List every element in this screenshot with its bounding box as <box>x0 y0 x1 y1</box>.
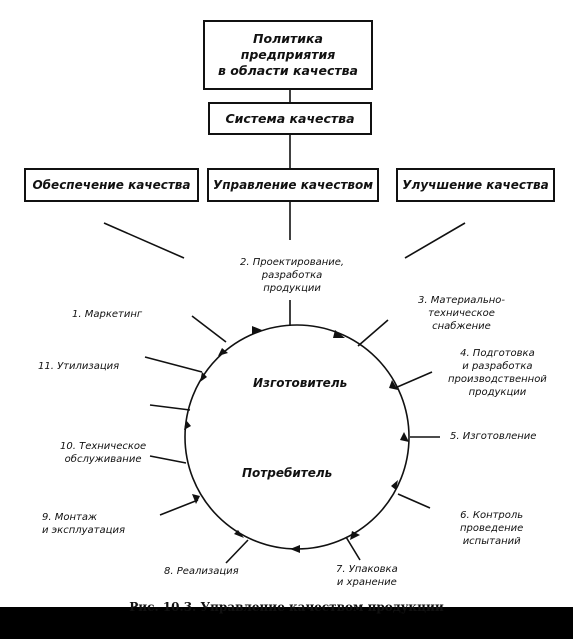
stage-1-label: 1. Маркетинг <box>72 309 143 320</box>
stage-2-label: 2. Проектирование, разработка продукции <box>240 257 345 294</box>
stage-11-label: 11. Утилизация <box>38 361 120 372</box>
stage-3-label: 3. Материально- техническое снабжение <box>418 295 505 332</box>
footer-band <box>0 607 573 639</box>
system-label: Система качества <box>225 111 355 126</box>
assurance-label: Обеспечение качества <box>32 178 191 192</box>
stage-7-label: 7. Упаковка и хранение <box>336 564 398 588</box>
stage-8-label: 8. Реализация <box>164 566 239 577</box>
quality-control-box: Управление качеством <box>207 168 379 202</box>
stage-4-label: 4. Подготовка и разработка производствен… <box>448 348 547 398</box>
quality-loop-circle <box>184 324 410 550</box>
stage-5-label: 5. Изготовление <box>450 431 537 442</box>
figure-caption: Рис. 10.3. Управление качеством продукци… <box>129 600 444 614</box>
consumer-label: Потребитель <box>242 466 333 480</box>
improvement-label: Улучшение качества <box>402 178 549 192</box>
stage-10-label: 10. Техническое обслуживание <box>60 441 147 465</box>
quality-improvement-box: Улучшение качества <box>396 168 555 202</box>
enterprise-quality-policy-box: Политика предприятия в области качества <box>203 20 373 90</box>
stage-6-label: 6. Контроль проведение испытаний <box>460 510 524 547</box>
quality-assurance-box: Обеспечение качества <box>24 168 199 202</box>
manufacturer-label: Изготовитель <box>253 376 348 390</box>
policy-label: Политика предприятия в области качества <box>218 31 358 78</box>
quality-system-box: Система качества <box>208 102 372 135</box>
control-label: Управление качеством <box>212 178 374 192</box>
stage-9-label: 9. Монтаж и эксплуатация <box>42 512 125 536</box>
